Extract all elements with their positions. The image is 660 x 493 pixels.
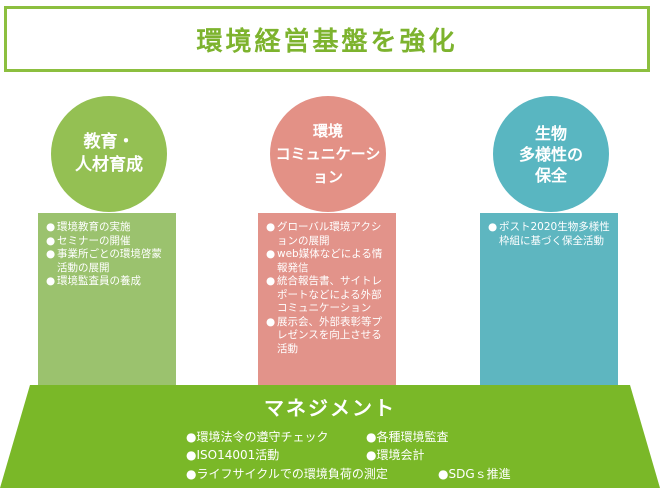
- circle-communication: 環境 コミュニケーション: [270, 96, 386, 212]
- circle-biodiversity: 生物 多様性の 保全: [493, 96, 609, 212]
- pillar-box-education: 環境教育の実施 セミナーの開催 事業所ごとの環境啓蒙活動の展開 環境監査員の養成: [38, 213, 176, 385]
- management-item: ●各種環境監査: [366, 430, 449, 444]
- management-trapezoid: [0, 385, 660, 488]
- management-item: ●環境会計: [366, 448, 425, 462]
- pillar-item: web媒体などによる情報発信: [266, 248, 390, 275]
- pillar-box-communication: グローバル環境アクションの展開 web媒体などによる情報発信 統合報告書、サイト…: [258, 213, 396, 385]
- pillar-item: セミナーの開催: [46, 235, 170, 249]
- pillar-item: 展示会、外部表彰等プレゼンスを向上させる活動: [266, 316, 390, 357]
- management-item: ●SDGｓ推進: [438, 467, 511, 481]
- pillar-item: 環境監査員の養成: [46, 275, 170, 289]
- title-banner: 環境経営基盤を強化: [4, 6, 650, 72]
- circle-education: 教育・ 人材育成: [51, 96, 167, 212]
- circle-label: 教育・ 人材育成: [75, 132, 143, 175]
- pillar-item: グローバル環境アクションの展開: [266, 221, 390, 248]
- pillar-item: ポスト2020生物多様性枠組に基づく保全活動: [488, 221, 612, 248]
- management-item: ●ISO14001活動: [186, 448, 280, 462]
- management-item: ●ライフサイクルでの環境負荷の測定: [186, 467, 388, 481]
- pillar-item: 統合報告書、サイトレポートなどによる外部コミュニケーション: [266, 275, 390, 316]
- management-item: ●環境法令の遵守チェック: [186, 430, 329, 444]
- circle-label: 環境 コミュニケーション: [275, 121, 381, 186]
- management-title: マネジメント: [264, 396, 396, 420]
- pillar-item: 環境教育の実施: [46, 221, 170, 235]
- diagram-title: 環境経営基盤を強化: [196, 26, 458, 57]
- pillar-box-biodiversity: ポスト2020生物多様性枠組に基づく保全活動: [480, 213, 618, 385]
- circle-label: 生物 多様性の 保全: [518, 123, 583, 185]
- pillar-item: 事業所ごとの環境啓蒙活動の展開: [46, 248, 170, 275]
